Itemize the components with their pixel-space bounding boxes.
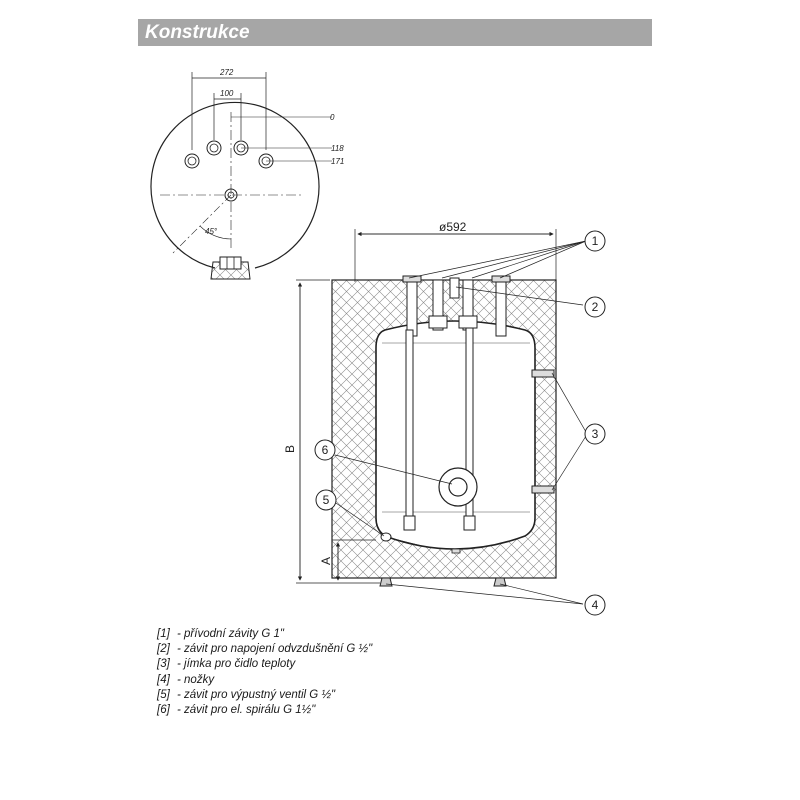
callout-4: 4: [592, 598, 599, 612]
callout-5: 5: [323, 493, 330, 507]
legend-item: [3] - jímka pro čidlo teploty: [157, 657, 372, 672]
legend-text: - závit pro výpustný ventil G ½": [177, 688, 336, 701]
legend-text: - nožky: [177, 673, 215, 686]
legend-key: [3]: [157, 658, 170, 671]
legend: [1] - přívodní závity G 1" [2] - závit pro…: [157, 627, 372, 718]
legend-item: [1] - přívodní závity G 1": [157, 627, 372, 642]
top-view: [150, 72, 332, 280]
dim-171: 171: [331, 157, 344, 166]
dim-diameter: ø592: [439, 220, 467, 234]
callout-2: 2: [592, 300, 599, 314]
section-title: Konstrukce: [145, 22, 250, 43]
dim-0: 0: [330, 113, 335, 122]
dim-272: 272: [219, 68, 234, 77]
callout-6: 6: [322, 443, 329, 457]
legend-item: [4] - nožky: [157, 673, 372, 688]
dim-118: 118: [331, 144, 344, 153]
side-view: [296, 229, 606, 616]
legend-key: [1]: [157, 628, 170, 640]
dim-B: B: [283, 445, 297, 453]
callout-3: 3: [592, 427, 599, 441]
legend-key: [6]: [157, 704, 170, 717]
legend-text: - závit pro napojení odvzdušnění G ½": [177, 643, 373, 656]
legend-text: - přívodní závity G 1": [177, 628, 284, 640]
dim-A: A: [319, 557, 333, 565]
legend-key: [4]: [157, 673, 170, 686]
dim-45-deg: 45°: [205, 227, 218, 236]
legend-item: [5] - závit pro výpustný ventil G ½": [157, 688, 372, 703]
legend-text: - závit pro el. spirálu G 1½": [177, 704, 316, 717]
dim-100: 100: [220, 89, 234, 98]
top-view-dimensions: 272 100 0 118 171 45°: [205, 68, 344, 236]
legend-item: [2] - závit pro napojení odvzdušnění G ½": [157, 642, 372, 657]
section-header: Konstrukce: [138, 19, 652, 46]
callout-1: 1: [592, 234, 599, 248]
legend-key: [2]: [157, 643, 170, 656]
legend-text: - jímka pro čidlo teploty: [177, 658, 296, 671]
legend-item: [6] - závit pro el. spirálu G 1½": [157, 703, 372, 718]
legend-key: [5]: [157, 688, 170, 701]
side-view-labels: ø592 B A 1 2 3 4 5 6: [283, 220, 599, 612]
